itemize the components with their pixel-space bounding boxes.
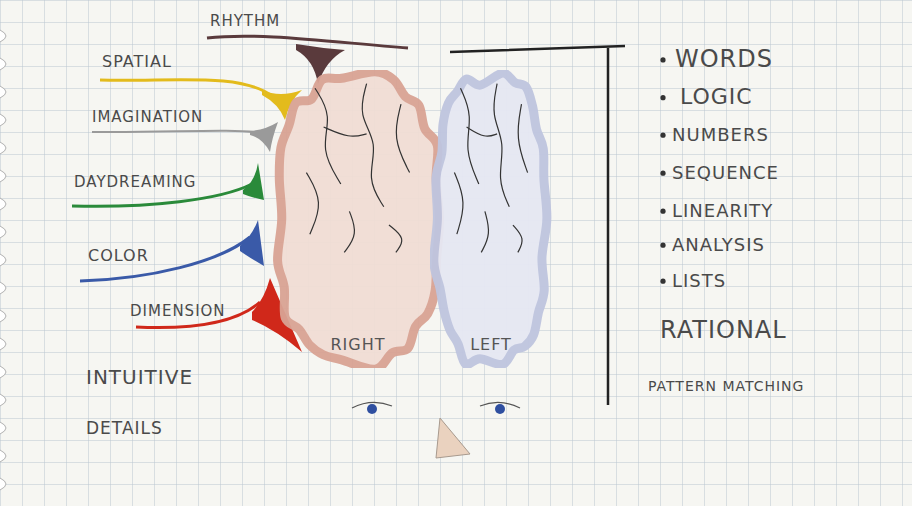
bullet-dot [660,133,665,138]
brain-fold [315,88,341,184]
label-text: RHYTHM [210,12,280,30]
label-text: DIMENSION [130,302,226,320]
hemisphere-label: LEFT [430,335,552,354]
label-text: LISTS [672,270,726,292]
imagination-leader [92,122,278,152]
brain-fold [396,104,409,172]
label-text: NUMBERS [672,124,769,146]
label-text: DETAILS [86,418,163,438]
label-text: WORDS [675,45,773,74]
brain-fold [389,225,402,252]
brain-hemisphere: LEFT [430,70,552,368]
eyes [352,402,520,414]
nose [436,418,470,458]
bullet-dot [660,279,665,284]
label-text: LOGIC [680,84,753,110]
label-text: SEQUENCE [672,162,779,184]
label-text: INTUITIVE [86,365,193,389]
brain-fold [481,211,488,252]
bullet-dot [660,171,665,176]
brain-fold [362,84,384,207]
hemisphere-outline [430,70,552,368]
brain-fold [513,225,522,252]
label-text: COLOR [88,246,149,265]
label-text: IMAGINATION [92,108,203,126]
bullet-dot [660,95,665,100]
hemisphere-fill [278,72,440,368]
brain-fold [454,173,463,235]
brain-hemisphere: RIGHT [272,70,444,368]
brain-fold [324,127,367,136]
brain-fold [461,88,479,184]
label-text: ANALYSIS [672,234,765,256]
brain-fold [344,211,354,252]
label-text: LINEARITY [672,200,773,222]
hemisphere-outline [272,70,444,368]
hemisphere-label: RIGHT [272,335,444,354]
brain-fold [306,173,318,235]
brain-fold [494,84,509,207]
bullets [660,57,665,283]
label-text: PATTERN MATCHING [648,378,804,395]
hemisphere-fill [434,73,547,364]
torn-holes [0,30,6,490]
bullet-dot [660,57,665,62]
label-text: RATIONAL [660,316,787,345]
brain-fold [467,127,498,136]
color-leader [80,220,264,281]
brain-fold [518,104,527,172]
label-text: DAYDREAMING [74,173,196,191]
daydreaming-leader [72,163,264,206]
bullet-dot [660,209,665,214]
bullet-dot [660,243,665,248]
label-text: SPATIAL [102,52,172,71]
